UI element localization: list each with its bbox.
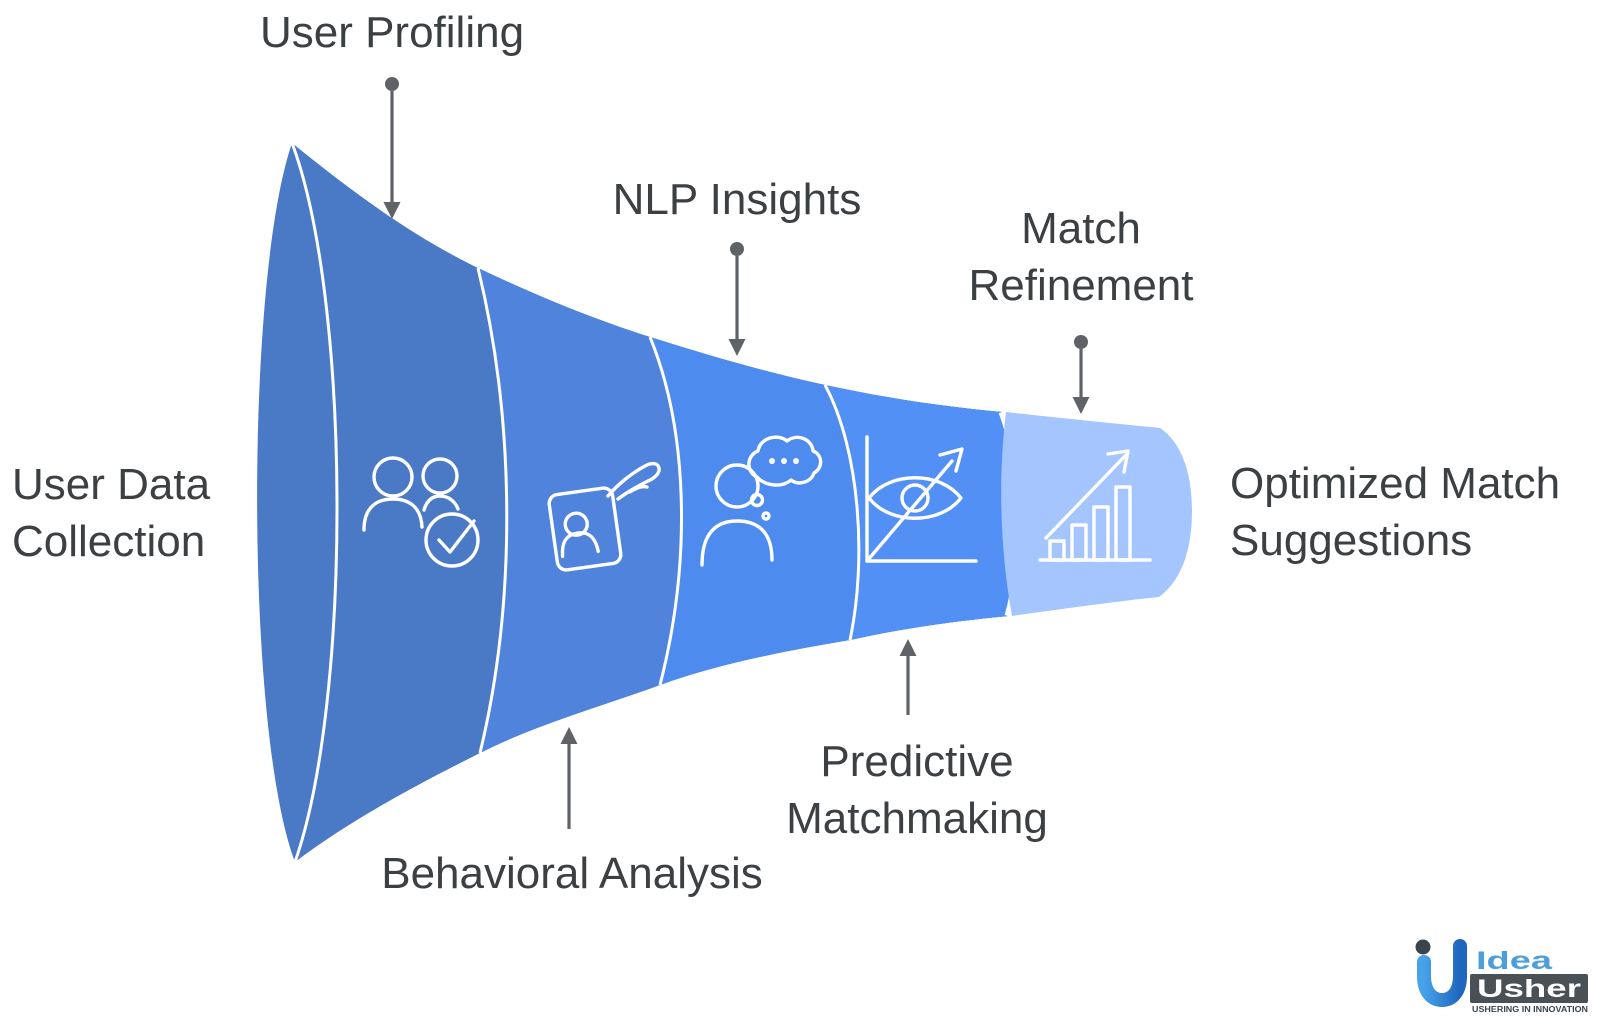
funnel-band-5 [1001,412,1192,616]
label-nlp-insights: NLP Insights [612,175,862,224]
funnel-divider-1 [476,267,509,754]
funnel-divider-2 [648,336,683,686]
logo-usher-text: Usher [1477,975,1581,1003]
eye-growth-icon [865,435,978,563]
bar-chart-growth-icon [1038,449,1152,562]
users-check-icon [362,456,480,568]
user-profiling-arrow [383,77,401,219]
person-thought-icon [700,435,823,567]
logo-idea-text: Idea [1476,947,1554,975]
logo-tagline: USHERING IN INNOVATION [1472,1005,1588,1014]
logo-u-mark [1417,939,1467,1008]
idea-usher-logo: Idea Usher USHERING IN INNOVATION [1415,939,1588,1014]
logo-i-dot [1415,939,1431,955]
behavioral-analysis-arrow [560,727,578,829]
label-predictive-matchmaking: Predictive Matchmaking [786,737,1048,844]
id-card-hand-icon [547,461,661,572]
nlp-insights-arrow [728,242,746,356]
label-match-refinement: Match Refinement [968,204,1194,311]
label-user-data-collection: User Data Collection [12,460,211,567]
funnel-divider-3 [823,384,861,641]
label-user-profiling: User Profiling [259,8,525,57]
match-refinement-arrow [1072,335,1090,414]
label-optimized-match-suggestions: Optimized Match Suggestions [1230,459,1561,566]
funnel-band-4 [825,385,1020,640]
label-behavioral-analysis: Behavioral Analysis [381,849,763,898]
funnel-divider-mouth [290,142,339,863]
logo-usher-box [1470,974,1588,1003]
predictive-matchmaking-arrow [899,639,917,715]
